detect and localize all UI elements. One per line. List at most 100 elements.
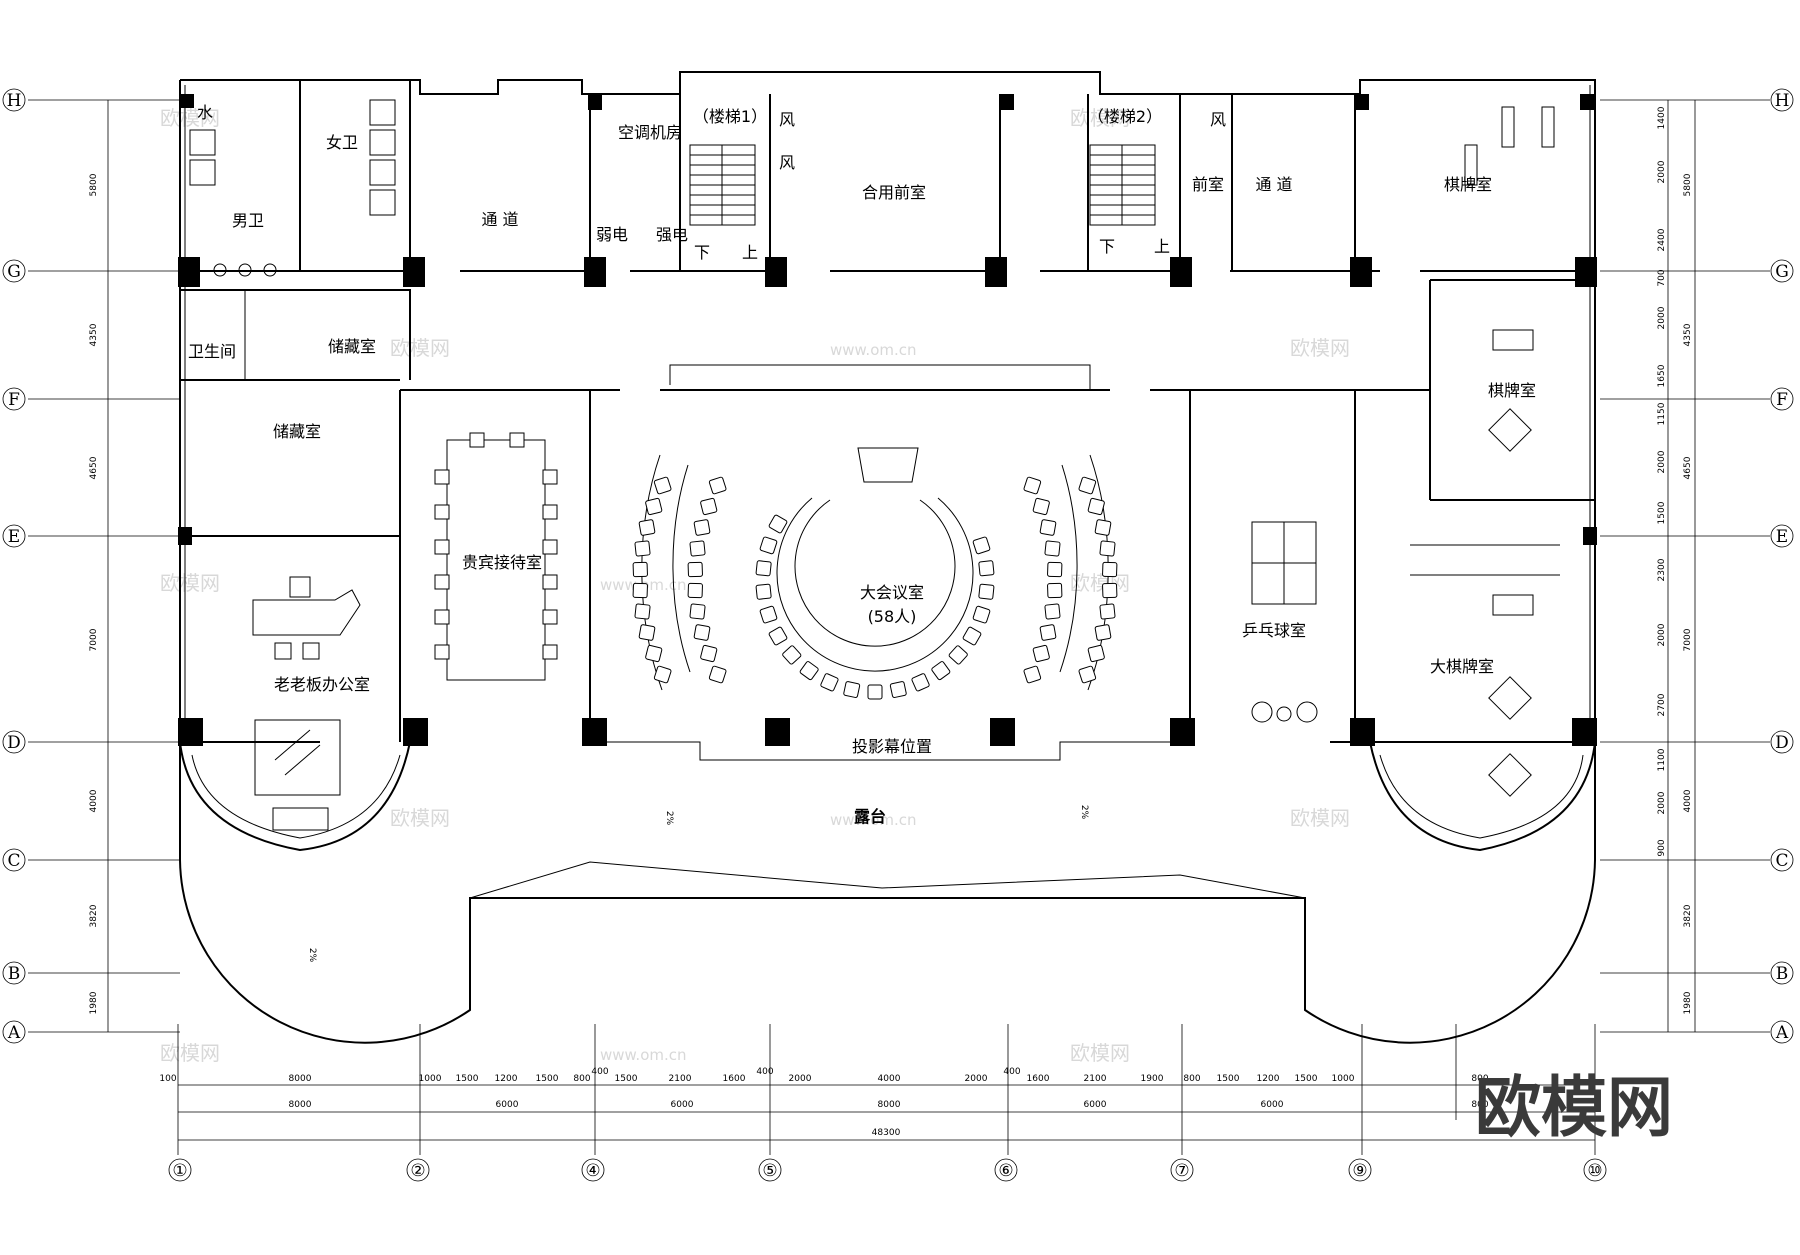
conference-seat-19 <box>972 536 991 555</box>
dim-bottom-row1-11: 400 <box>756 1067 773 1077</box>
conference-seat-0 <box>768 514 788 534</box>
terrace-outline <box>179 742 1596 1044</box>
col-axis-1: ① <box>172 1161 187 1181</box>
dim-right-outer-6: 1980 <box>1683 991 1693 1014</box>
watermark-url-4: www.om.cn <box>600 1046 687 1064</box>
dim-bottom-row1-4: 1200 <box>495 1074 518 1084</box>
dim-right-2: 2400 <box>1657 228 1667 251</box>
col-axis-5: ⑤ <box>762 1161 777 1181</box>
conference-seat-36 <box>689 603 706 620</box>
dim-left-4: 4000 <box>89 789 99 812</box>
pingpong-table <box>1251 521 1318 723</box>
conference-seat-48 <box>1087 644 1105 663</box>
conference-seat-26 <box>634 603 651 620</box>
row-axis-a-left: A <box>7 1023 21 1043</box>
dim-bottom-row1-9: 2100 <box>669 1074 692 1084</box>
dim-bottom-row2-6: 800 <box>1471 1100 1488 1110</box>
conference-seat-49 <box>1078 665 1097 684</box>
dim-right-1: 2000 <box>1657 160 1667 183</box>
label-boss-office: 老老板办公室 <box>274 675 370 694</box>
label-women-wc: 女卫 <box>326 133 358 152</box>
room-labels: 水 女卫 男卫 通 道 空调机房 弱电 强电 （楼梯1） 风 风 下 上 合用前… <box>188 103 1536 963</box>
conference-seat-53 <box>1044 540 1061 557</box>
row-axis-e-left: E <box>8 527 20 547</box>
dim-right-outer-2: 4650 <box>1683 456 1693 479</box>
label-front-room: 前室 <box>1192 175 1224 194</box>
vip-meeting-table <box>434 432 558 681</box>
conference-seat-24 <box>632 561 648 578</box>
label-storage-top: 储藏室 <box>328 337 376 356</box>
label-terrace: 露台 <box>854 807 886 826</box>
watermark-4: 欧模网 <box>1290 336 1350 360</box>
dim-bottom-row1-24: 800 <box>1471 1074 1488 1084</box>
watermark-5: 欧模网 <box>160 571 220 595</box>
watermarks: 欧模网 欧模网 欧模网 欧模网 欧模网 欧模网 欧模网 欧模网 欧模网 欧模网 … <box>160 106 1350 1065</box>
label-weak-elec: 弱电 <box>596 225 628 244</box>
label-wind-2: 风 <box>1210 110 1226 129</box>
dim-bottom-row1-2: 1000 <box>419 1074 442 1084</box>
dim-right-13: 2000 <box>1657 791 1667 814</box>
conference-seat-39 <box>708 665 727 684</box>
row-axis-g-right: G <box>1775 262 1789 282</box>
conference-seat-59 <box>1023 665 1042 684</box>
column-axis-labels: ① ② ④ ⑤ ⑥ ⑦ ⑨ ⑩ <box>168 1158 1607 1182</box>
conference-seat-23 <box>634 540 651 557</box>
bottom-dimension-chain <box>177 1024 1596 1155</box>
dim-right-4: 2000 <box>1657 306 1667 329</box>
dim-bottom-row1-22: 1500 <box>1295 1074 1318 1084</box>
conference-seat-13 <box>931 661 951 681</box>
conference-seat-16 <box>972 605 991 624</box>
watermark-1: 欧模网 <box>160 106 220 130</box>
row-axis-c-left: C <box>7 851 20 871</box>
conference-seat-7 <box>799 661 819 681</box>
conference-seat-55 <box>1047 582 1063 599</box>
conference-seat-56 <box>1044 603 1061 620</box>
row-axis-d-right: D <box>1775 733 1789 753</box>
label-water: 水 <box>197 103 213 122</box>
columns <box>178 94 1597 746</box>
dim-bottom-row1-0: 100 <box>159 1074 176 1084</box>
row-axis-labels-left: H G F E D C B A <box>2 88 26 1044</box>
dim-bottom-row1-12: 2000 <box>789 1074 812 1084</box>
dim-bottom-row1-23: 1000 <box>1332 1074 1355 1084</box>
row-axis-h-right: H <box>1775 91 1790 111</box>
label-men-wc: 男卫 <box>232 211 264 230</box>
label-stair-2: （楼梯2） <box>1088 107 1162 126</box>
row-axis-a-right: A <box>1775 1023 1789 1043</box>
row-axis-h-left: H <box>7 91 22 111</box>
dim-right-outer-1: 4350 <box>1683 323 1693 346</box>
dim-bottom-row1-21: 1200 <box>1257 1074 1280 1084</box>
conference-seat-15 <box>962 626 982 646</box>
conference-seat-2 <box>755 560 772 577</box>
stair-2 <box>1089 144 1156 226</box>
chess-tables <box>1464 106 1555 797</box>
row-axis-c-right: C <box>1775 851 1788 871</box>
watermark-6: 欧模网 <box>1070 571 1130 595</box>
bottom-dimension-row-2: 8000 6000 6000 8000 6000 6000 800 48300 <box>289 1100 1489 1138</box>
watermark-7: 欧模网 <box>390 806 450 830</box>
brand-logo: 欧模网 <box>1475 1069 1673 1146</box>
conference-seat-21 <box>645 497 663 516</box>
label-conference: 大会议室 <box>860 583 924 602</box>
label-storage-mid: 储藏室 <box>273 422 321 441</box>
conference-seat-4 <box>759 605 778 624</box>
dim-bottom-row1-3: 1500 <box>456 1074 479 1084</box>
dim-bottom-row1-5: 1500 <box>536 1074 559 1084</box>
label-wind-1b: 风 <box>779 153 795 172</box>
label-up-2: 上 <box>1154 237 1170 256</box>
right-dimension-chain: 1400 2000 2400 700 2000 1650 1150 2000 1… <box>1657 100 1696 1032</box>
conference-seat-29 <box>653 665 672 684</box>
label-strong-elec: 强电 <box>656 225 688 244</box>
dim-left-6: 1980 <box>89 991 99 1014</box>
label-big-chess: 大棋牌室 <box>1430 657 1494 676</box>
label-slope-bottom: 2% <box>307 948 317 963</box>
row-axis-f-left: F <box>8 390 20 410</box>
conference-seat-57 <box>1039 624 1057 641</box>
conference-seat-38 <box>700 644 718 663</box>
col-axis-9: ⑨ <box>1352 1161 1367 1181</box>
label-chess-top: 棋牌室 <box>1444 175 1492 194</box>
dim-left-2: 4650 <box>89 456 99 479</box>
dim-right-11: 2700 <box>1657 693 1667 716</box>
row-axis-f-right: F <box>1776 390 1788 410</box>
